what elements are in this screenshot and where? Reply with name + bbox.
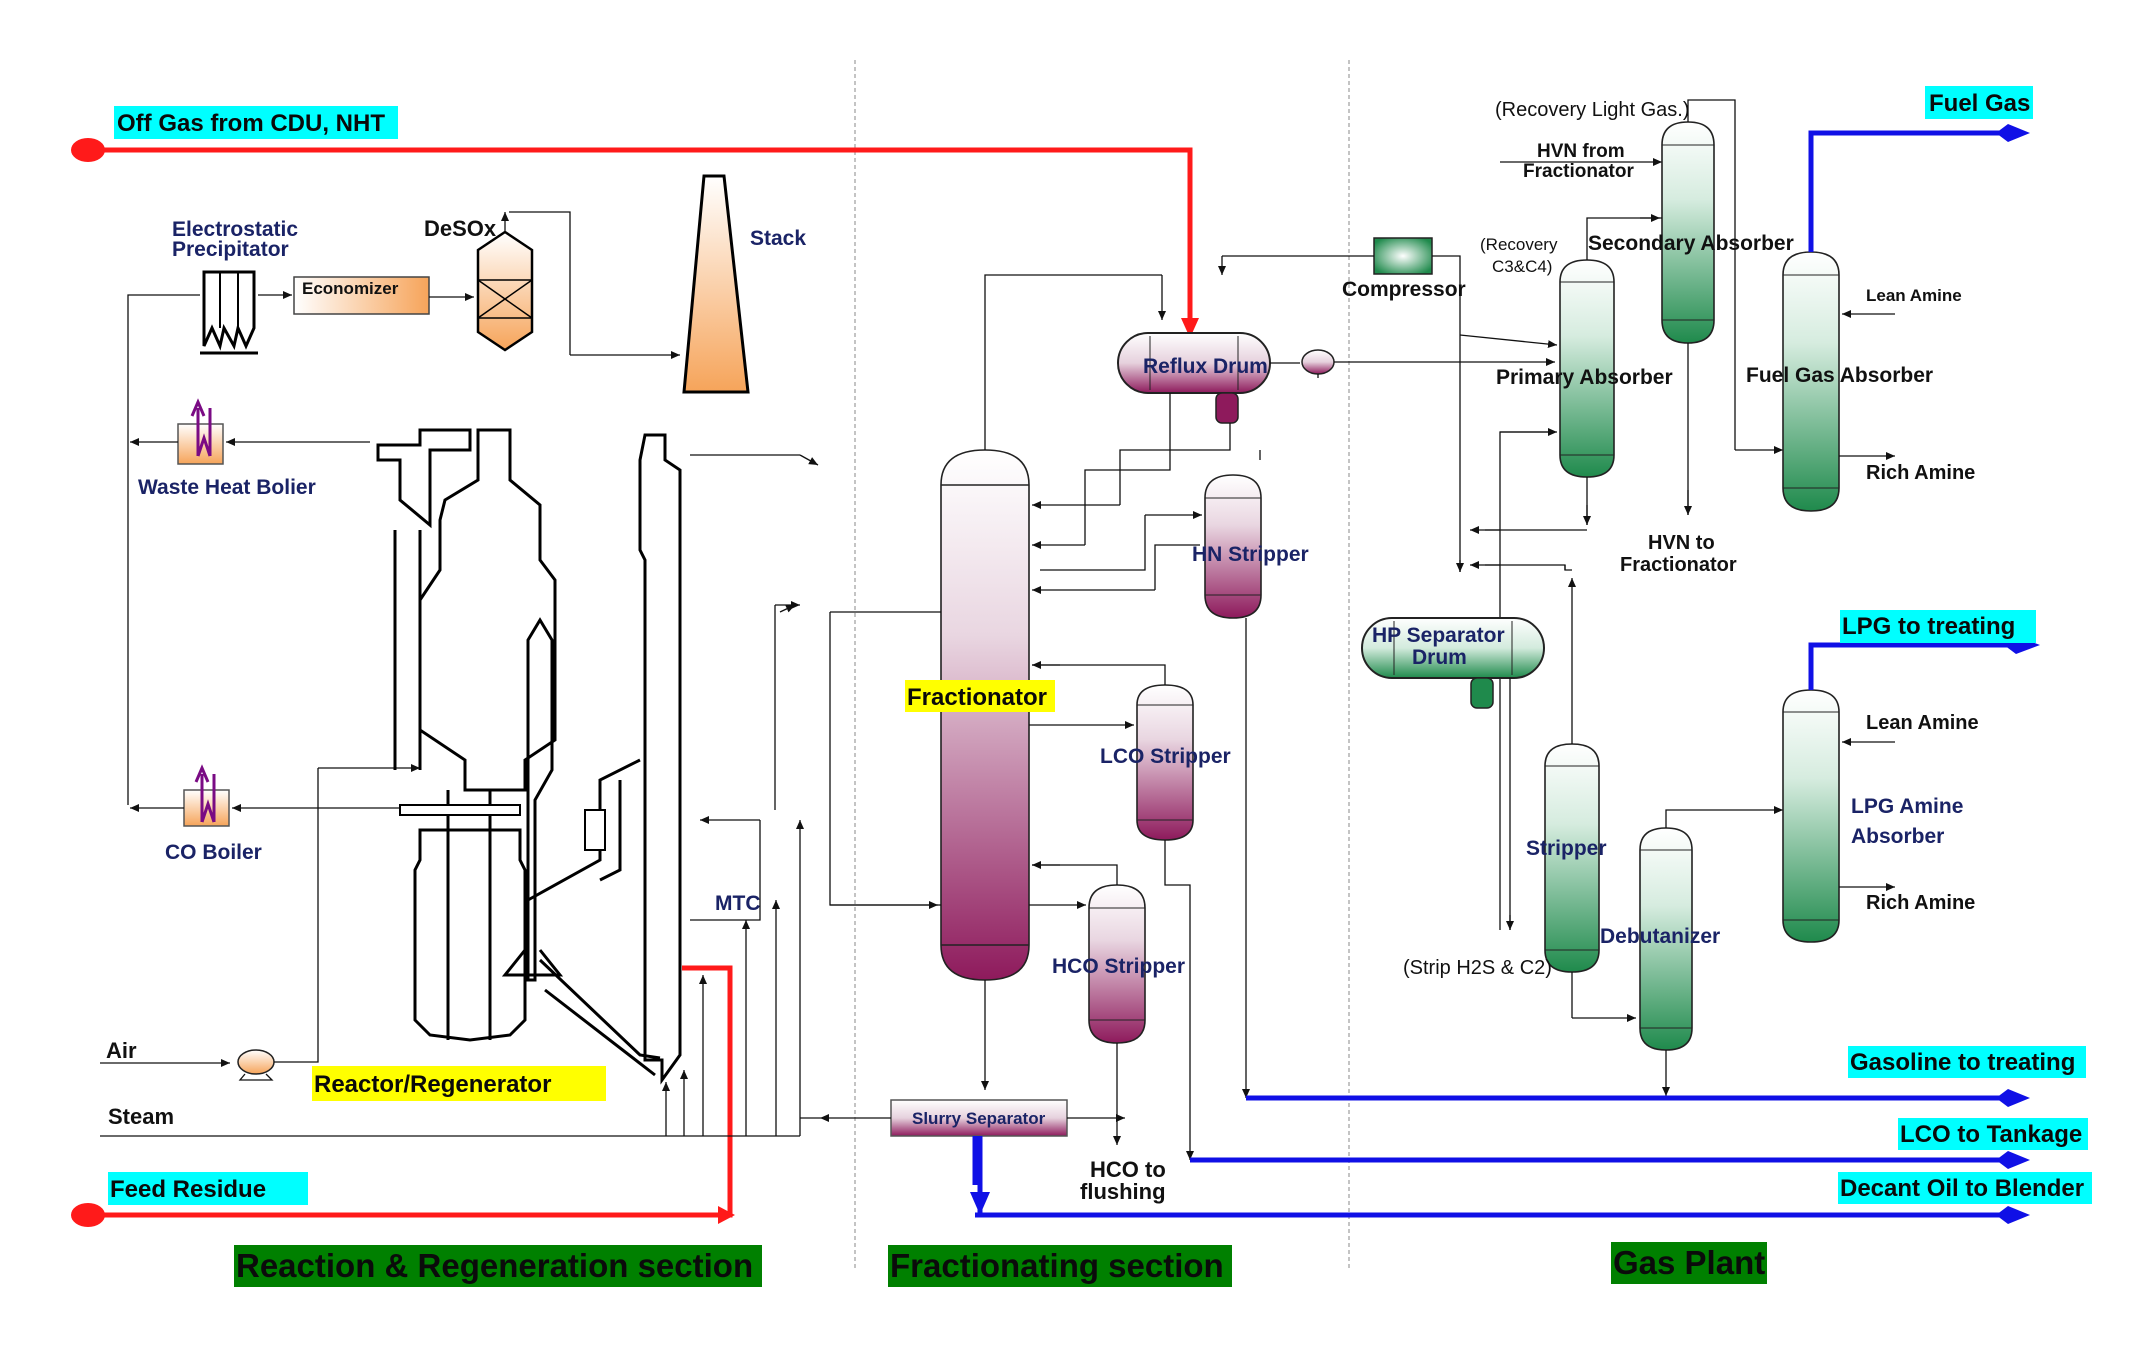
- lpg-absorber-label-line1: LPG Amine: [1851, 795, 1963, 818]
- feed-residue-line: Feed Residue: [71, 965, 735, 1227]
- fractionator-label: Fractionator: [907, 684, 1047, 711]
- reactor-regenerator-unit: Reactor/Regenerator: [314, 428, 819, 1098]
- lco-label: LCO to Tankage: [1900, 1121, 2082, 1148]
- fractionating-section: Fractionator Reflux Drum Compressor: [779, 237, 1555, 1204]
- section-title-fractionating-text: Fractionating section: [890, 1247, 1224, 1284]
- recovery-light-gas-label: (Recovery Light Gas.): [1495, 99, 1690, 121]
- secondary-absorber-label: Secondary Absorber: [1588, 232, 1794, 255]
- esp-label-line2: Precipitator: [172, 238, 289, 261]
- decant-oil-label: Decant Oil to Blender: [1840, 1175, 2084, 1202]
- lco-product-line: LCO to Tankage: [1190, 1118, 2088, 1169]
- desox-scrubber-icon: [476, 230, 534, 352]
- desox-label: DeSOx: [424, 216, 497, 241]
- section-title-reaction: Reaction & Regeneration section: [234, 1245, 762, 1287]
- hp-separator-drum: HP Separator Drum: [1361, 617, 1545, 709]
- stripper-label: Stripper: [1526, 837, 1607, 860]
- lpg-absorber-label-line2: Absorber: [1851, 825, 1944, 848]
- co-boiler-label: CO Boiler: [165, 841, 262, 864]
- hn-stripper: HN Stripper: [1192, 474, 1309, 619]
- mtc-label: MTC: [715, 892, 761, 915]
- rich-amine-lpg-label: Rich Amine: [1866, 892, 1975, 914]
- hco-stripper-label: HCO Stripper: [1052, 955, 1185, 978]
- fractionator-column: Fractionator: [905, 449, 1055, 981]
- stripper-column: Stripper: [1526, 743, 1607, 973]
- hp-separator-label-line1: HP Separator: [1372, 624, 1505, 647]
- lean-amine-lpg-label: Lean Amine: [1866, 712, 1979, 734]
- stack-label: Stack: [750, 227, 806, 250]
- hco-stripper: HCO Stripper: [1052, 884, 1185, 1044]
- waste-heat-boiler-label: Waste Heat Bolier: [138, 476, 316, 499]
- compressor-icon: [1373, 237, 1433, 275]
- economizer-label: Economizer: [302, 279, 399, 298]
- fuel-gas-absorber: Fuel Gas Absorber: [1746, 251, 1933, 512]
- reflux-drum-label: Reflux Drum: [1143, 355, 1268, 378]
- recovery-c3c4-label-line2: C3&C4): [1492, 257, 1552, 276]
- rich-amine-top-label: Rich Amine: [1866, 462, 1975, 484]
- hvn-from-label-line2: Fractionator: [1523, 161, 1634, 182]
- gas-plant-section: (Recovery Light Gas.) HVN from Fractiona…: [1361, 86, 2040, 1096]
- section-title-reaction-text: Reaction & Regeneration section: [236, 1247, 753, 1284]
- reflux-drum: Reflux Drum: [1117, 332, 1271, 424]
- decant-oil-product-line: Decant Oil to Blender: [970, 1136, 2092, 1224]
- flue-gas-train: Electrostatic Precipitator Economizer De…: [127, 174, 806, 864]
- air-label: Air: [106, 1038, 137, 1063]
- primary-absorber-label: Primary Absorber: [1496, 366, 1673, 389]
- stack-icon: [682, 174, 750, 394]
- co-boiler-coil-icon: [194, 764, 216, 823]
- hvn-to-label-line2: Fractionator: [1620, 554, 1737, 576]
- fuel-gas-absorber-label: Fuel Gas Absorber: [1746, 364, 1933, 387]
- air-line: Air: [100, 764, 420, 1081]
- lpg-label: LPG to treating: [1842, 613, 2015, 640]
- off-gas-label: Off Gas from CDU, NHT: [117, 110, 385, 137]
- lean-amine-top-label: Lean Amine: [1866, 286, 1962, 305]
- secondary-absorber: Secondary Absorber: [1588, 121, 1794, 344]
- strip-h2s-label: (Strip H2S & C2): [1403, 957, 1552, 979]
- primary-absorber: Primary Absorber: [1496, 259, 1673, 478]
- electrostatic-precipitator-icon: [200, 270, 258, 355]
- gasoline-product-line: Gasoline to treating: [1246, 1046, 2086, 1107]
- hvn-to-label-line1: HVN to: [1648, 532, 1715, 554]
- lco-stripper: LCO Stripper: [1100, 684, 1231, 841]
- lpg-amine-absorber: LPG Amine Absorber: [1782, 689, 1963, 943]
- reactor-regenerator-tag-bg: [312, 1066, 606, 1101]
- steam-line: Steam: [100, 820, 804, 1137]
- section-dividers: [854, 60, 1350, 1270]
- esp-label-line1: Electrostatic: [172, 218, 298, 241]
- debutanizer-column: Debutanizer: [1600, 827, 1720, 1051]
- feed-residue-label: Feed Residue: [110, 1176, 266, 1203]
- mtc-loop: MTC: [690, 601, 800, 921]
- fuel-gas-label: Fuel Gas: [1929, 90, 2030, 117]
- compressor-label: Compressor: [1342, 278, 1466, 301]
- economizer-icon: [293, 276, 430, 315]
- reflux-pump-icon: [1301, 349, 1335, 375]
- hp-separator-label-line2: Drum: [1412, 646, 1467, 669]
- debutanizer-label: Debutanizer: [1600, 925, 1720, 948]
- section-title-gas-plant: Gas Plant: [1611, 1242, 1767, 1284]
- section-title-fractionating: Fractionating section: [888, 1245, 1232, 1287]
- lco-stripper-label: LCO Stripper: [1100, 745, 1231, 768]
- steam-label: Steam: [108, 1104, 174, 1129]
- section-title-gas-plant-text: Gas Plant: [1613, 1244, 1765, 1281]
- hco-flushing-label-line1: HCO to: [1090, 1157, 1166, 1182]
- waste-heat-boiler-coil-icon: [190, 398, 212, 457]
- hvn-from-label-line1: HVN from: [1537, 141, 1625, 162]
- air-blower-icon: [237, 1049, 275, 1075]
- slurry-separator-label: Slurry Separator: [912, 1109, 1046, 1128]
- hco-flushing-label-line2: flushing: [1080, 1179, 1166, 1204]
- hn-stripper-label: HN Stripper: [1192, 543, 1309, 566]
- gasoline-label: Gasoline to treating: [1850, 1049, 2075, 1076]
- reactor-regenerator-tag: Reactor/Regenerator: [314, 1071, 551, 1098]
- recovery-c3c4-label-line1: (Recovery: [1480, 235, 1558, 254]
- off-gas-feed-line: Off Gas from CDU, NHT: [71, 106, 1199, 338]
